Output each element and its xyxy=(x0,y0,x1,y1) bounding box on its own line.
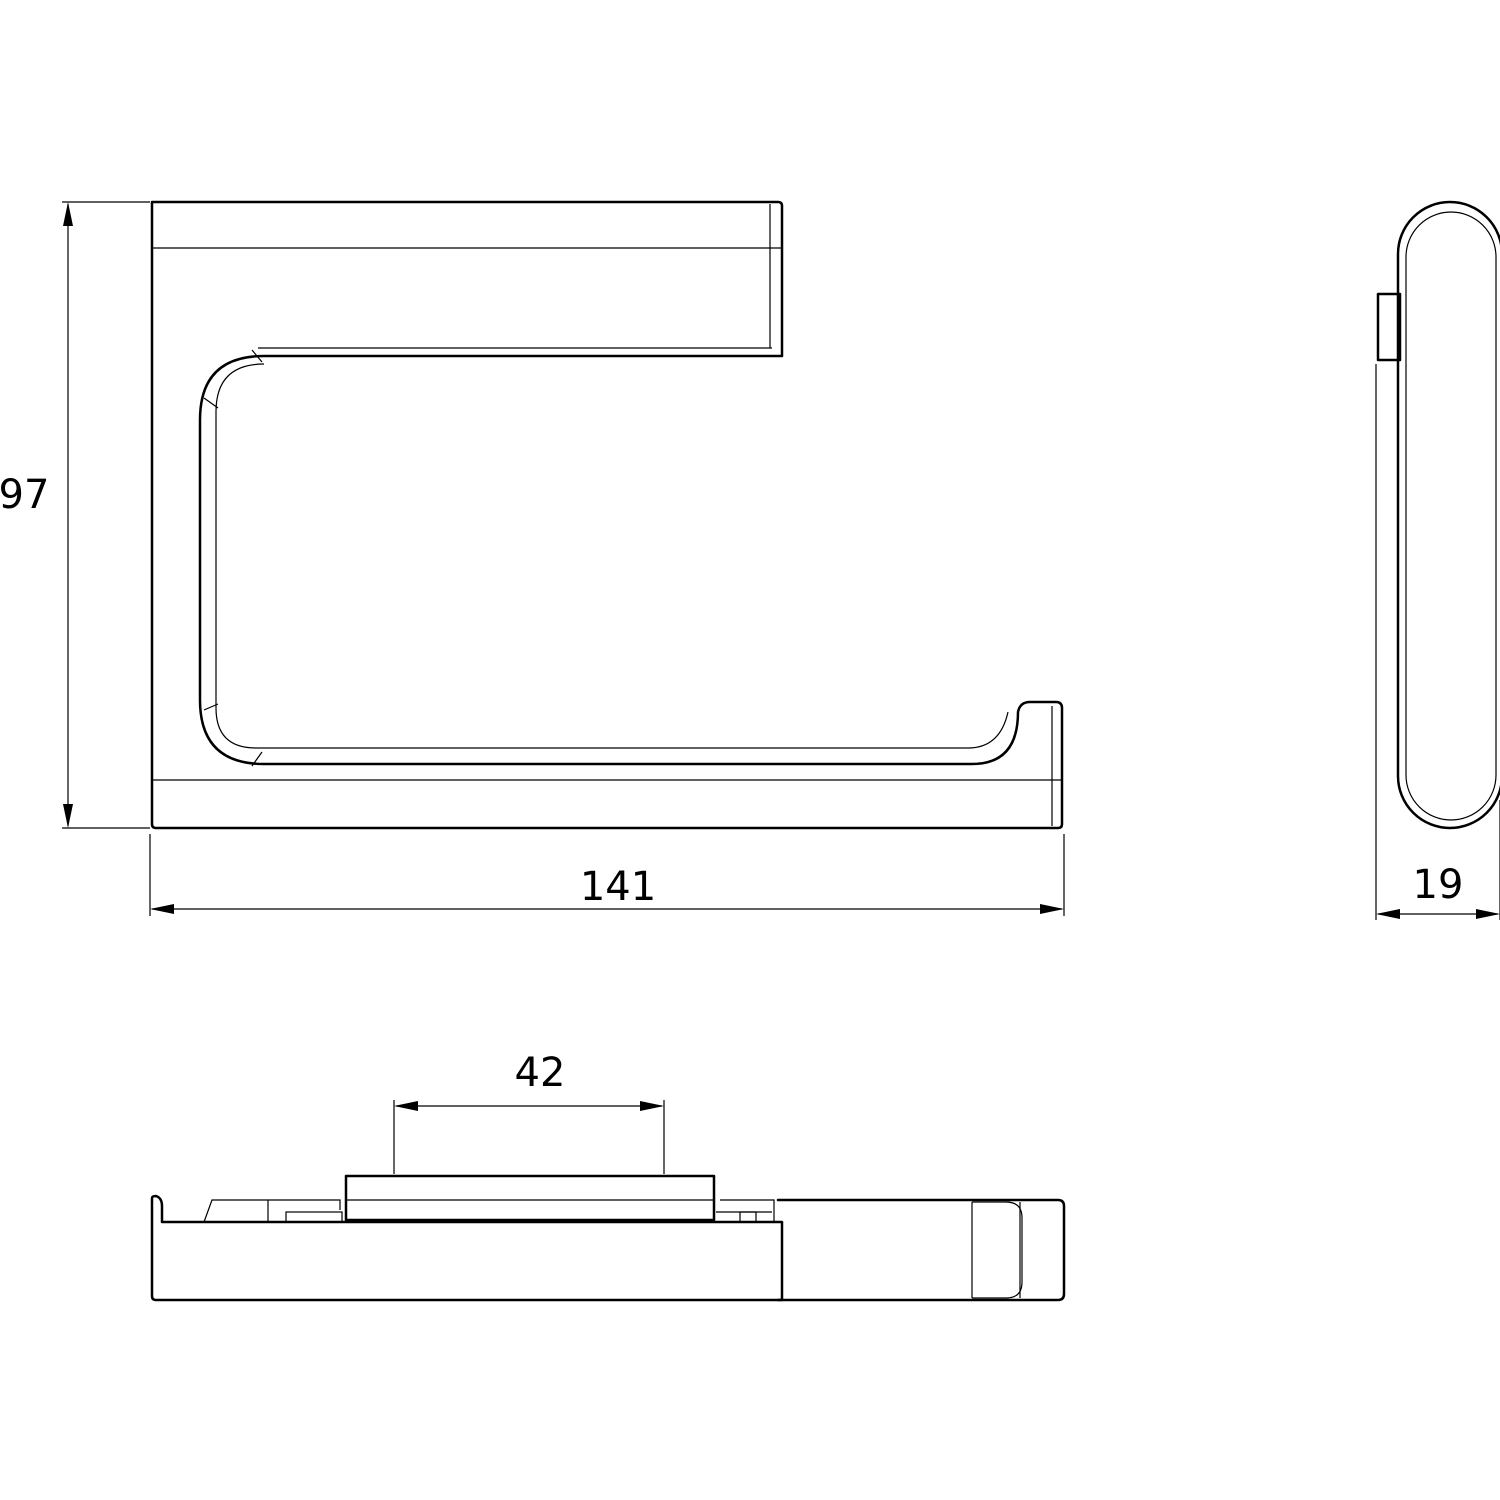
side-view-inner-contour xyxy=(1405,211,1497,821)
top-view-right-clip xyxy=(716,1199,775,1222)
top-view-mount-block xyxy=(344,1174,716,1222)
front-bevel-tick-3 xyxy=(203,703,219,711)
front-inner-contour xyxy=(215,347,1009,749)
side-view-outer-body xyxy=(1396,200,1500,830)
depth-dimension xyxy=(1375,364,1500,920)
front-bevel-tick-4 xyxy=(251,751,263,767)
top-view-arm-end xyxy=(971,1201,1023,1299)
top-view-left-clip xyxy=(203,1199,341,1223)
top-view-right-tab xyxy=(739,1211,757,1223)
spacing-dimension-label: 42 xyxy=(515,1050,566,1096)
front-view-outline xyxy=(150,200,1064,830)
width-arrow-left xyxy=(150,904,174,914)
top-view xyxy=(150,1174,1066,1302)
top-view-base xyxy=(150,1194,784,1302)
top-view-left-tab xyxy=(285,1211,343,1223)
height-arrow-top xyxy=(63,202,73,226)
width-arrow-right xyxy=(1040,904,1064,914)
top-view-arm xyxy=(776,1198,1066,1302)
height-arrow-bottom xyxy=(63,804,73,828)
front-bevel-tick-1 xyxy=(203,397,219,409)
depth-dimension-label: 19 xyxy=(1413,862,1464,908)
depth-arrow-left xyxy=(1376,909,1400,919)
width-dimension xyxy=(149,834,1065,916)
height-dimension-label: 97 xyxy=(0,472,49,518)
spacing-dimension xyxy=(393,1100,665,1174)
width-dimension-label: 141 xyxy=(580,864,656,910)
spacing-arrow-left xyxy=(394,1101,418,1111)
depth-arrow-right xyxy=(1476,909,1500,919)
front-view xyxy=(150,200,1064,830)
front-bevel-tick-2 xyxy=(251,349,263,363)
side-view-mount-plate xyxy=(1376,292,1402,362)
side-view xyxy=(1376,200,1500,830)
spacing-arrow-right xyxy=(640,1101,664,1111)
height-dimension xyxy=(62,201,150,829)
